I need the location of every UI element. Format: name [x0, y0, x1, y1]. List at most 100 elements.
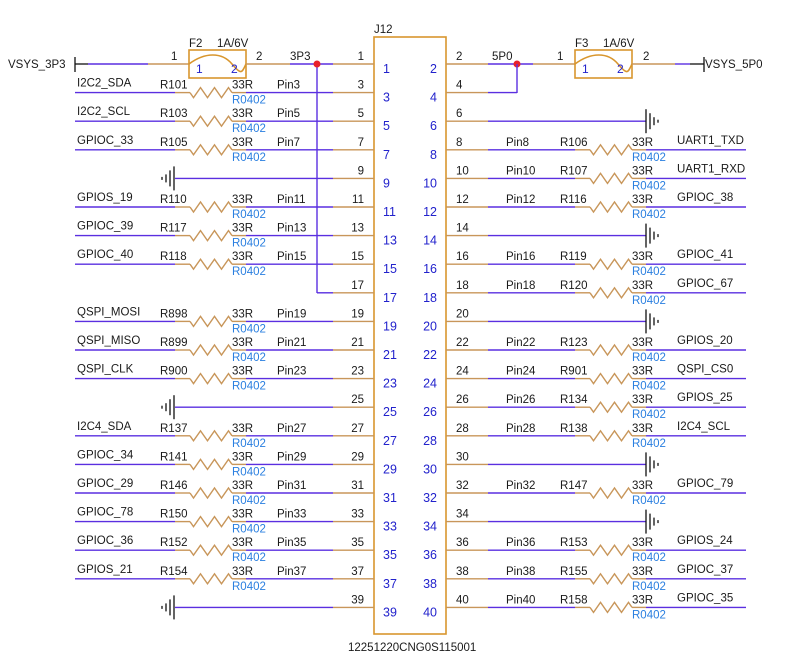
- resistor-icon: [589, 400, 633, 414]
- net-label: QSPI_MISO: [77, 335, 140, 347]
- pin-row-2[interactable]: 22: [430, 51, 488, 76]
- pin-number-outer: 36: [456, 537, 469, 549]
- resistor-value: 33R: [232, 251, 253, 263]
- pin-number-inner: 29: [383, 462, 397, 476]
- power-rail-vsys-3p3[interactable]: VSYS_3P3: [8, 59, 66, 71]
- resistor-icon: [589, 543, 633, 557]
- resistor-value: 33R: [232, 480, 253, 492]
- connector-j12[interactable]: J12 12251220CNG0S115001: [348, 24, 476, 654]
- resistor-package: R0402: [632, 609, 666, 621]
- resistor-icon: [589, 429, 633, 443]
- ground-icon: [161, 595, 175, 620]
- resistor-icon: [589, 286, 633, 300]
- f3-inner-pin1: 1: [582, 62, 589, 76]
- pin-number-inner: 1: [383, 62, 390, 76]
- pin-number-outer: 26: [456, 394, 469, 406]
- resistor-package: R0402: [632, 352, 666, 364]
- pin-number-inner: 34: [423, 520, 437, 534]
- power-rail-vsys-5p0[interactable]: VSYS_5P0: [705, 59, 763, 71]
- resistor-package: R0402: [232, 323, 266, 335]
- fuse-f3-refdes: F3: [575, 38, 588, 50]
- pin-number-outer: 10: [456, 165, 469, 177]
- net-label: I2C4_SCL: [677, 421, 731, 433]
- resistor-package: R0402: [232, 209, 266, 221]
- net-label: QSPI_MOSI: [77, 306, 140, 318]
- pin-row-4[interactable]: 44: [430, 80, 517, 105]
- fuse-f3[interactable]: 1 2 F3 1A/6V: [574, 38, 635, 79]
- resistor-package: R0402: [632, 266, 666, 278]
- pin-number-outer: 3: [358, 80, 364, 92]
- pin-row-1[interactable]: 11: [333, 51, 390, 76]
- pin-label: Pin23: [277, 366, 306, 378]
- resistor-value: 33R: [632, 566, 653, 578]
- pin-number-inner: 7: [383, 148, 390, 162]
- pin-number-outer: 13: [351, 223, 364, 235]
- resistor-package: R0402: [232, 352, 266, 364]
- pin-number-outer: 39: [351, 594, 364, 606]
- pin-number-outer: 23: [351, 366, 364, 378]
- pin-row-6[interactable]: 66: [430, 108, 659, 134]
- connector-refdes: J12: [374, 24, 393, 36]
- pin-label: Pin12: [506, 194, 535, 206]
- fuse-f2[interactable]: 1 2 F2 1A/6V: [188, 38, 249, 79]
- resistor-icon: [189, 429, 233, 443]
- resistor-package: R0402: [232, 152, 266, 164]
- resistor-value: 33R: [632, 194, 653, 206]
- resistor-package: R0402: [632, 409, 666, 421]
- resistor-value: 33R: [632, 594, 653, 606]
- pin-number-inner: 31: [383, 491, 397, 505]
- resistor-package: R0402: [632, 552, 666, 564]
- pin-number-outer: 20: [456, 308, 469, 320]
- pin-number-inner: 2: [430, 62, 437, 76]
- pin-number-outer: 7: [358, 137, 364, 149]
- pin-label: Pin3: [277, 80, 300, 92]
- pin-label: Pin37: [277, 566, 306, 578]
- pin-number-inner: 8: [430, 148, 437, 162]
- pin-label: Pin33: [277, 509, 306, 521]
- pin-row-9[interactable]: 99: [161, 165, 390, 191]
- pin-label: Pin16: [506, 251, 535, 263]
- resistor-refdes: R146: [160, 480, 188, 492]
- resistor-value: 33R: [232, 108, 253, 120]
- resistor-package: R0402: [232, 524, 266, 536]
- pin-number-outer: 40: [456, 594, 469, 606]
- pin-number-inner: 9: [383, 176, 390, 190]
- resistor-icon: [189, 86, 233, 99]
